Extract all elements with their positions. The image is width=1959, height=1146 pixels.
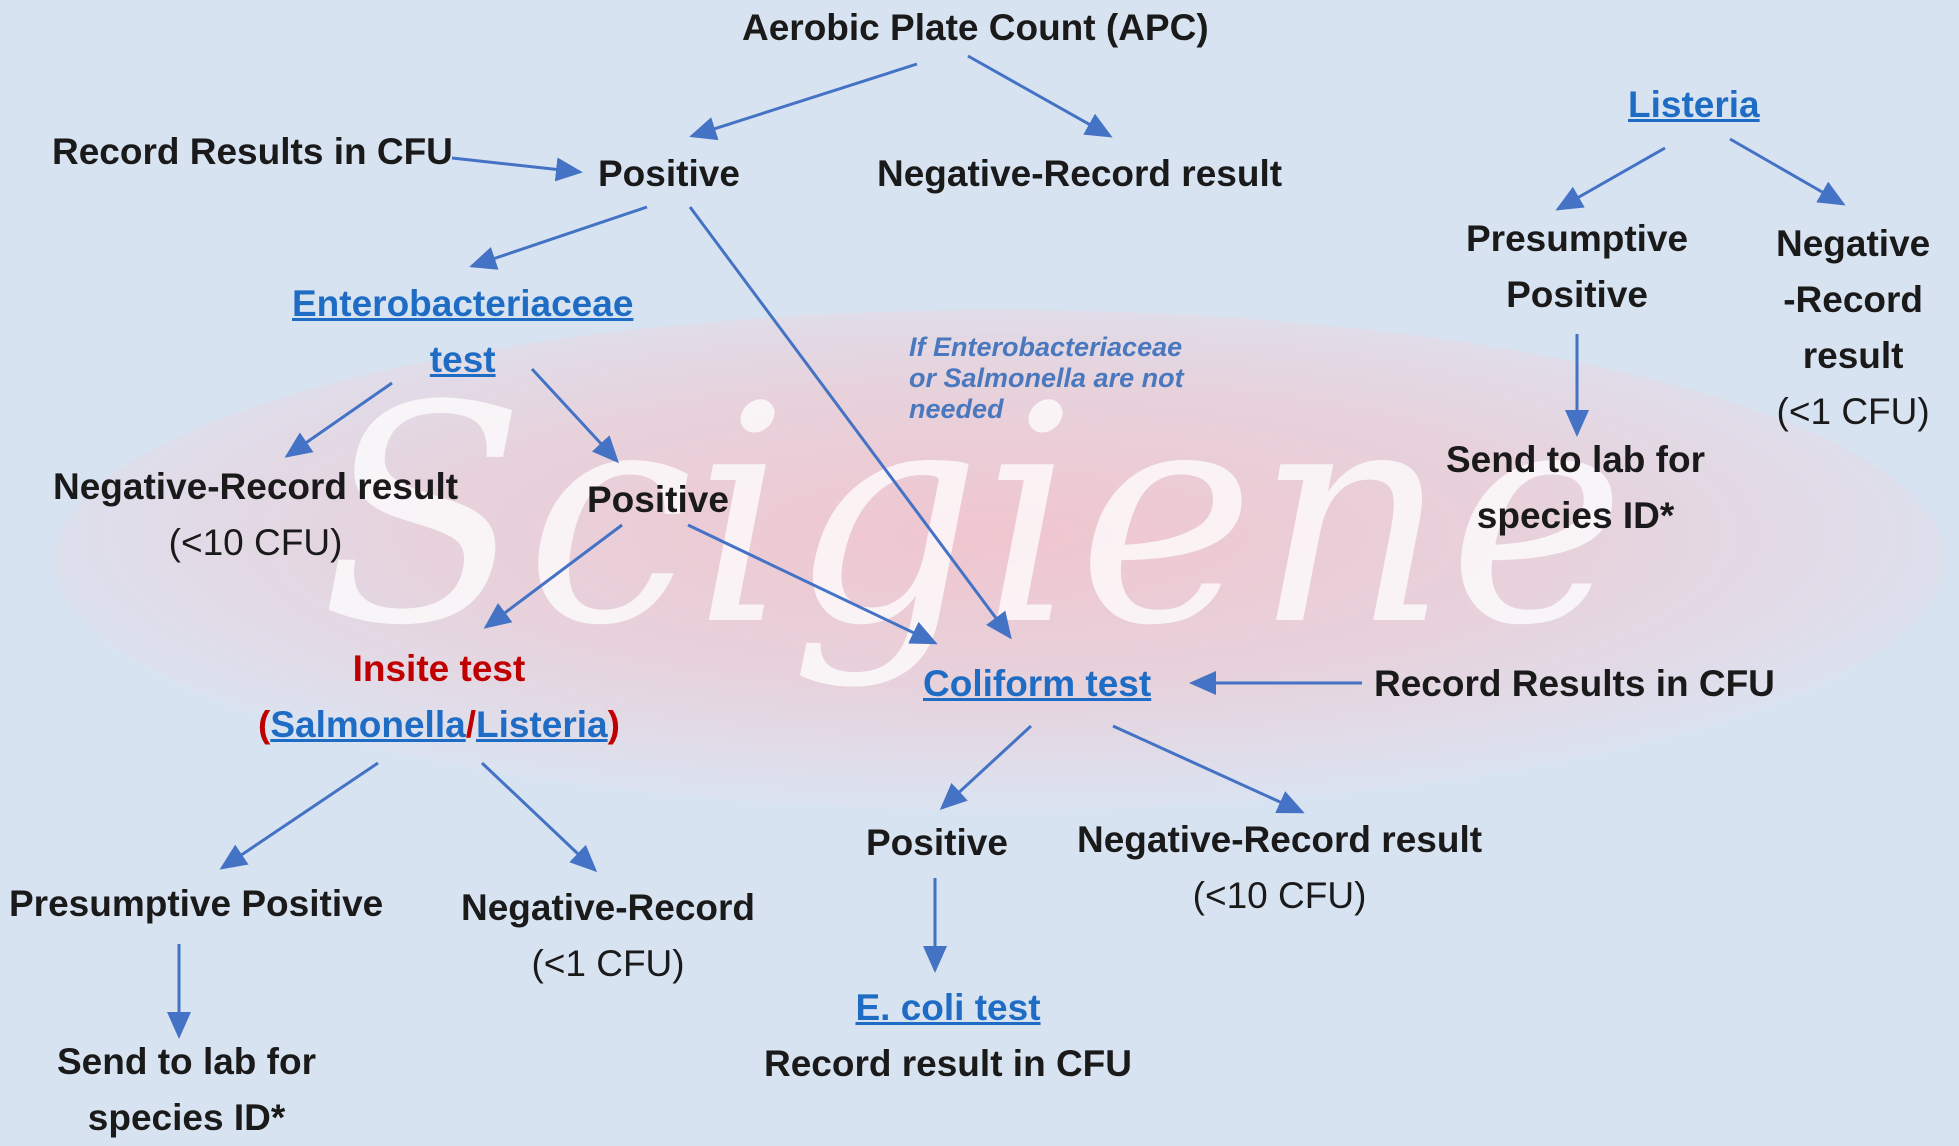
entero-positive: Positive [587, 479, 729, 520]
insite-send-to-lab: Send to lab for species ID* [57, 1034, 316, 1146]
listeria-send-line-2: species ID* [1476, 495, 1675, 536]
arrow-apc-to-positive [689, 62, 918, 141]
arrow-record-to-positive [451, 156, 583, 182]
listeria-send-line-1: Send to lab for [1446, 439, 1705, 480]
arrow-apc-to-negative [967, 54, 1113, 138]
record-results-cfu-left: Record Results in CFU [52, 131, 453, 172]
note-line-3: needed [909, 394, 1004, 424]
arrow-coliform-to-positive [939, 724, 1033, 811]
listeria-title: Listeria [1628, 77, 1760, 133]
insite-test-label: Insite test [352, 648, 526, 689]
entero-negative-label: Negative-Record result [53, 466, 459, 507]
enterobacteriaceae-link[interactable]: Enterobacteriaceae [292, 283, 634, 324]
listeria-negative-line-2: -Record [1783, 279, 1924, 320]
apc-positive: Positive [598, 153, 740, 194]
arrow-positive2-to-coliform [687, 523, 938, 645]
coliform-negative-label: Negative-Record result [1077, 819, 1483, 860]
note-line-2: or Salmonella are not [909, 363, 1184, 393]
insite-paren-close: ) [607, 704, 620, 745]
coliform-shortcut-note: If Enterobacteriaceae or Salmonella are … [909, 332, 1184, 425]
listeria-link[interactable]: Listeria [1628, 84, 1760, 125]
listeria-negative-line-1: Negative [1776, 223, 1931, 264]
ecoli-test-link[interactable]: E. coli test [855, 987, 1041, 1028]
insite-negative-cfu: (<1 CFU) [531, 943, 685, 984]
listeria-presumptive-line-1: Presumptive [1466, 218, 1689, 259]
enterobacteriaceae-test: Enterobacteriaceae test [292, 276, 633, 388]
ecoli-test: E. coli test Record result in CFU [764, 980, 1132, 1092]
watermark-text: Scigiene [320, 342, 1626, 691]
apc-negative: Negative-Record result [877, 153, 1283, 194]
listeria-presumptive-positive: Presumptive Positive [1466, 211, 1688, 323]
arrow-entero-to-positive [530, 367, 620, 464]
insite-negative: Negative-Record (<1 CFU) [461, 880, 755, 992]
insite-slash: / [465, 704, 476, 745]
listeria-negative-line-3: result [1802, 335, 1904, 376]
record-results-cfu-right: Record Results in CFU [1374, 663, 1775, 704]
arrow-positive-to-coliform [688, 206, 1012, 640]
arrow-coliform-to-negative [1112, 724, 1305, 814]
arrow-listeria-to-presumptive [1555, 146, 1666, 211]
entero-negative: Negative-Record result (<10 CFU) [53, 459, 458, 571]
coliform-negative-cfu: (<10 CFU) [1192, 875, 1367, 916]
insite-negative-label: Negative-Record [461, 887, 756, 928]
enterobacteriaceae-test-link[interactable]: test [429, 339, 496, 380]
listeria-negative-cfu: (<1 CFU) [1776, 391, 1930, 432]
ecoli-record-result: Record result in CFU [764, 1043, 1132, 1084]
insite-paren-open: ( [258, 704, 271, 745]
arrow-positive-to-insite [483, 523, 623, 629]
listeria-link-insite[interactable]: Listeria [475, 704, 608, 745]
arrow-positive-to-entero [469, 205, 648, 270]
arrow-entero-to-negative [284, 381, 393, 458]
listeria-negative: Negative -Record result (<1 CFU) [1776, 216, 1930, 440]
arrow-insite-to-negative [480, 761, 598, 873]
arrow-listeria-to-negative [1729, 137, 1846, 206]
listeria-presumptive-line-2: Positive [1506, 274, 1648, 315]
insite-test: Insite test (Salmonella/Listeria) [258, 641, 620, 753]
insite-send-line-2: species ID* [87, 1097, 286, 1138]
salmonella-link[interactable]: Salmonella [270, 704, 466, 745]
coliform-test: Coliform test [923, 656, 1151, 712]
note-line-1: If Enterobacteriaceae [909, 332, 1183, 362]
coliform-negative: Negative-Record result (<10 CFU) [1077, 812, 1482, 924]
arrow-insite-to-presumptive [219, 761, 379, 870]
coliform-positive: Positive [866, 822, 1008, 863]
entero-negative-cfu: (<10 CFU) [168, 522, 343, 563]
listeria-send-to-lab: Send to lab for species ID* [1446, 432, 1705, 544]
watermark-ellipse [55, 310, 1945, 810]
coliform-test-link[interactable]: Coliform test [923, 663, 1152, 704]
insite-presumptive-positive: Presumptive Positive [9, 883, 384, 924]
insite-send-line-1: Send to lab for [57, 1041, 316, 1082]
apc-title: Aerobic Plate Count (APC) [742, 7, 1209, 48]
